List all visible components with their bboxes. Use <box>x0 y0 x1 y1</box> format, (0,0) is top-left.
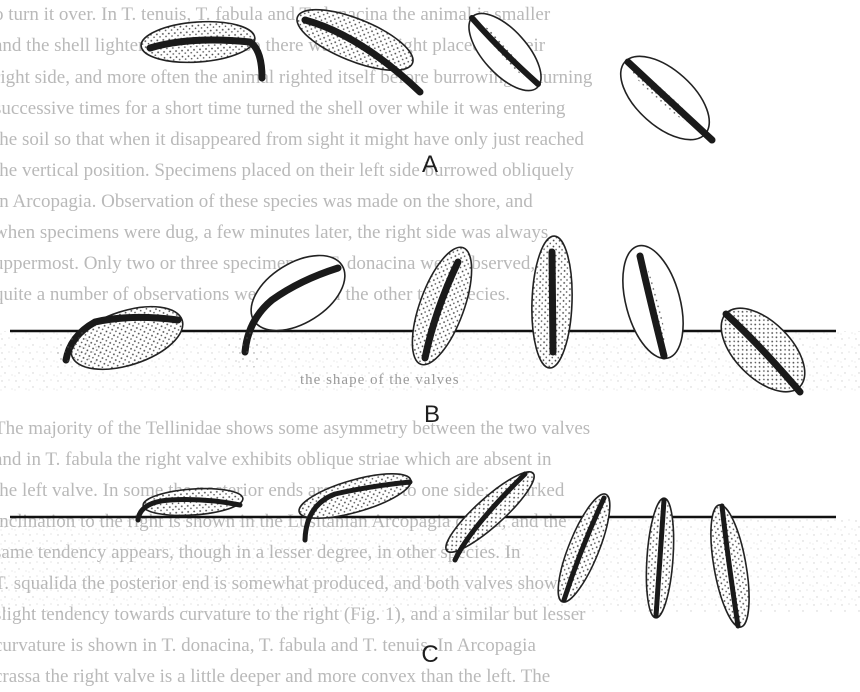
row-a-illustrations: A <box>140 0 724 178</box>
shell-a4 <box>606 41 724 155</box>
figure-label-b: B <box>424 401 440 428</box>
figure-label-a: A <box>422 151 438 178</box>
shell-a2 <box>290 0 421 92</box>
row-c-illustrations: C <box>0 463 860 668</box>
shell-c1 <box>138 486 244 520</box>
figure-label-c: C <box>421 641 438 668</box>
shell-a3 <box>457 2 554 103</box>
shell-a1 <box>140 18 262 78</box>
row-b-illustrations: B <box>0 235 860 428</box>
